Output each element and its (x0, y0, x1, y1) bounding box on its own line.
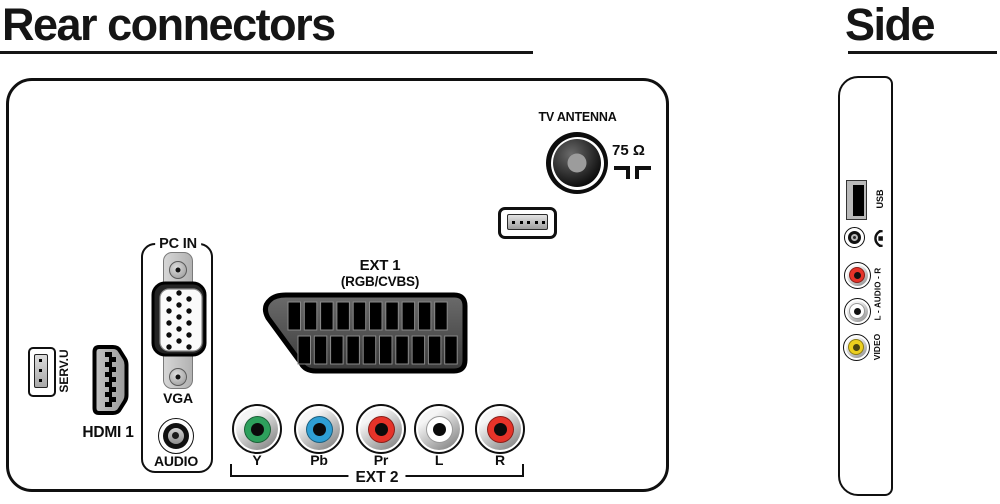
side-section-title: Side (845, 0, 936, 50)
antenna-impedance-icon (614, 166, 651, 181)
vga-screw-top (169, 261, 187, 279)
jack-ring (162, 422, 189, 449)
connector-color-ring (486, 415, 514, 443)
jack-hole (852, 235, 856, 239)
usb-port (846, 180, 867, 220)
connector-ring (845, 336, 867, 358)
connector-ring (236, 408, 278, 450)
connector-ring (479, 408, 521, 450)
vga-connector (151, 281, 207, 357)
side-audio-right-connector (844, 262, 871, 289)
jack-face (850, 233, 858, 241)
audio-left-connector (414, 404, 464, 454)
side-video-label: VIDEO (872, 333, 882, 361)
service-port-face (507, 214, 548, 230)
connector-ring (298, 408, 340, 450)
impedance-symbol-left (614, 166, 630, 179)
component-connector-pr (356, 404, 406, 454)
connector-color-ring (849, 303, 865, 319)
ext2-group-label: EXT 2 (348, 469, 406, 487)
antenna-impedance-label: 75 Ω (612, 142, 645, 159)
pc-audio-label: AUDIO (153, 453, 199, 469)
connector-center (312, 422, 326, 436)
vga-label: VGA (163, 390, 193, 406)
impedance-symbol-right (635, 166, 651, 179)
service-pin (519, 221, 523, 224)
pb-label: Pb (310, 452, 328, 468)
antenna-pin (567, 153, 587, 173)
connector-color-ring (848, 339, 864, 355)
service-pin (534, 221, 538, 224)
connector-center (853, 307, 861, 315)
ext1-label: EXT 1 (359, 257, 401, 274)
y-label: Y (252, 452, 262, 468)
jack-face (167, 427, 184, 444)
side-audio-label: L - AUDIO - R (873, 267, 883, 321)
screw-hole (175, 267, 181, 273)
scart-connector (262, 292, 468, 374)
service-port (498, 207, 557, 239)
pr-label: Pr (373, 452, 389, 468)
vga-screw-bottom (169, 368, 187, 386)
headphones-icon (874, 229, 883, 248)
jack-hole (172, 432, 179, 439)
screw-hole (175, 374, 181, 380)
side-video-connector (843, 334, 870, 361)
service-usb-connector (28, 347, 56, 397)
connector-ring (846, 300, 868, 322)
connector-ring (418, 408, 460, 450)
pin (39, 359, 42, 362)
tv-antenna-connector (546, 132, 608, 194)
service-pin (512, 221, 515, 224)
connector-ring (846, 264, 868, 286)
rear-section-title: Rear connectors (2, 0, 336, 50)
connector-center (852, 343, 860, 351)
usb-port-slot (853, 184, 864, 216)
connector-ring (360, 408, 402, 450)
pc-audio-jack (158, 418, 194, 454)
tv-antenna-label: TV ANTENNA (538, 110, 617, 124)
audio-right-connector (475, 404, 525, 454)
connector-color-ring (305, 415, 333, 443)
side-title-rule (848, 51, 997, 54)
hdmi-connector (92, 345, 129, 415)
pin (39, 369, 42, 372)
connector-color-ring (849, 267, 865, 283)
connector-color-ring (243, 415, 271, 443)
connector-center (250, 422, 264, 436)
l-label: L (434, 452, 444, 468)
serv-u-label: SERV.U (57, 349, 71, 393)
ext1-sublabel: (RGB/CVBS) (340, 274, 420, 289)
service-usb-face (34, 354, 48, 388)
component-connector-y (232, 404, 282, 454)
component-connector-pb (294, 404, 344, 454)
connector-center (374, 422, 388, 436)
pin (39, 379, 42, 382)
connector-center (853, 271, 861, 279)
r-label: R (495, 452, 505, 468)
connector-center (493, 422, 507, 436)
hdmi-label: HDMI 1 (82, 424, 134, 441)
jack-ring (847, 230, 861, 244)
headphone-jack (844, 227, 865, 248)
side-audio-left-connector (844, 298, 871, 325)
usb-label: USB (875, 189, 885, 209)
service-pin (527, 221, 530, 224)
rear-title-rule (0, 51, 533, 54)
service-pin (542, 221, 545, 224)
connector-color-ring (425, 415, 453, 443)
connector-color-ring (367, 415, 395, 443)
connector-center (432, 422, 446, 436)
pcin-group-label: PC IN (155, 236, 201, 252)
